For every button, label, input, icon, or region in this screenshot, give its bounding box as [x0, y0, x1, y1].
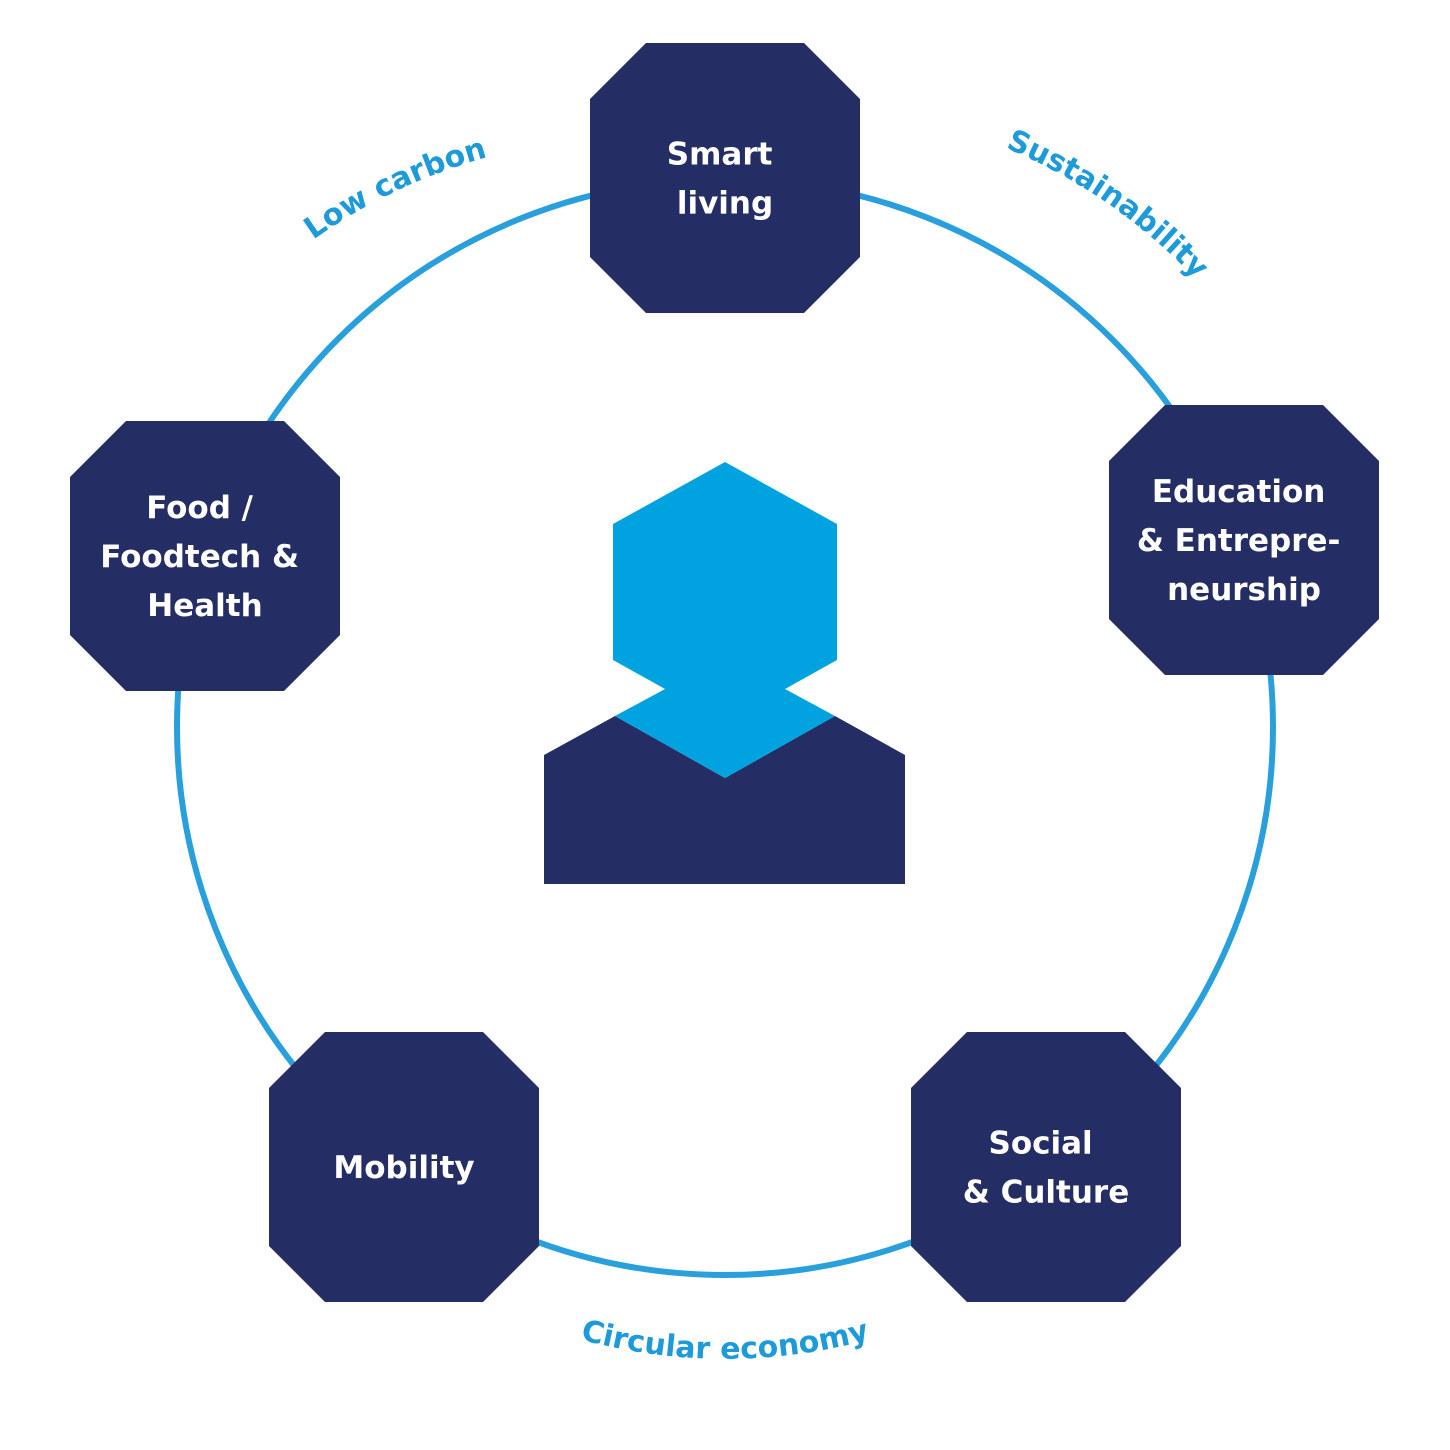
node-social-culture-line-2: & Culture — [963, 1175, 1129, 1211]
node-mobility-shape — [269, 1032, 539, 1302]
node-social-culture: Social & Culture — [911, 1032, 1181, 1302]
node-smart-living-line-2: living — [677, 186, 773, 222]
node-food-health-shape — [70, 421, 340, 691]
node-smart-living: Smart living — [590, 43, 860, 313]
label-sustainability-text: Sustainability — [1002, 123, 1216, 286]
node-education-line-3: neurship — [1167, 572, 1321, 608]
node-social-culture-shape — [911, 1032, 1181, 1302]
node-smart-living-shape — [590, 43, 860, 313]
person-body — [544, 716, 905, 884]
label-low-carbon-text: Low carbon — [298, 131, 490, 246]
person-head — [613, 462, 837, 778]
node-food-health-line-2: Foodtech & — [100, 539, 299, 575]
person-icon — [544, 462, 905, 884]
node-mobility-line-1: Mobility — [333, 1150, 474, 1186]
node-smart-living-line-1: Smart — [667, 137, 773, 173]
node-education-shape — [1109, 405, 1379, 675]
label-circular-economy: Circular economy — [578, 1313, 873, 1367]
node-food-health-label: Food / Foodtech & Health — [100, 490, 310, 624]
node-food-health: Food / Foodtech & Health — [70, 421, 340, 691]
node-education-line-1: Education — [1152, 474, 1326, 510]
node-social-culture-label: Social & Culture — [963, 1126, 1129, 1211]
node-food-health-line-1: Food / — [146, 490, 253, 526]
node-education-line-2: & Entrepre- — [1137, 523, 1341, 559]
label-low-carbon: Low carbon — [298, 131, 490, 246]
label-sustainability: Sustainability — [1002, 123, 1216, 286]
node-mobility: Mobility — [269, 1032, 539, 1302]
node-mobility-label: Mobility — [333, 1150, 474, 1186]
node-social-culture-line-1: Social — [989, 1126, 1093, 1162]
node-education-label: Education & Entrepre- neurship — [1137, 474, 1351, 608]
node-food-health-line-3: Health — [147, 588, 262, 624]
node-smart-living-label: Smart living — [667, 137, 783, 222]
node-education: Education & Entrepre- neurship — [1109, 405, 1379, 675]
label-circular-economy-text: Circular economy — [578, 1313, 873, 1367]
